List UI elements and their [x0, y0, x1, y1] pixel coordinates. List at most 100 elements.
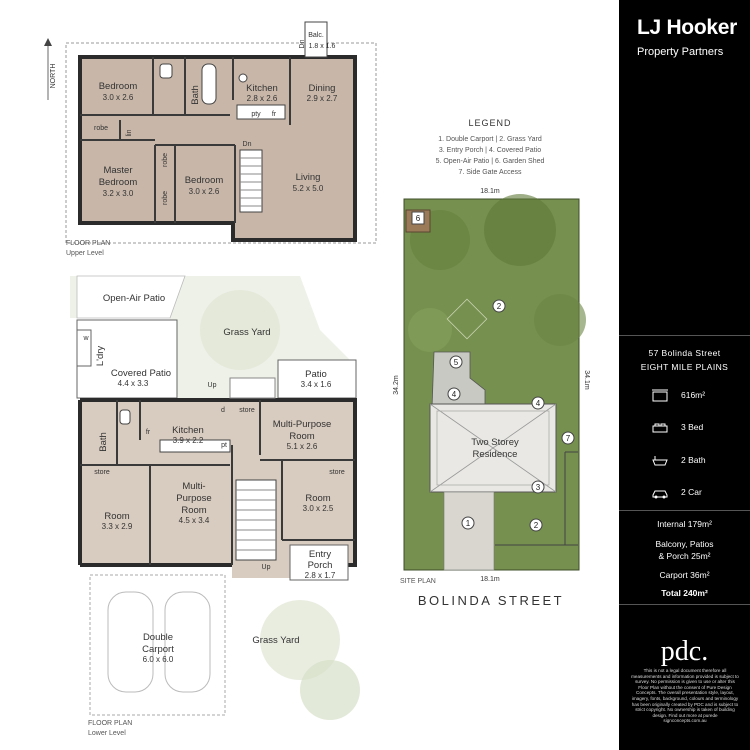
carport-name2: Carport: [142, 644, 174, 655]
lower-floor-fill: [80, 400, 355, 578]
upper-bedroom1-dim: 3.0 x 2.6: [103, 93, 134, 102]
carport-name1: Double: [143, 632, 173, 643]
upper-caption-2: Upper Level: [66, 250, 104, 257]
lower-caption-1: FLOOR PLAN: [88, 720, 132, 727]
upper-bedroom2-name: Bedroom: [185, 175, 224, 186]
upper-bedroom1-name: Bedroom: [99, 81, 138, 92]
legend-line-3: 5. Open-Air Patio | 6. Garden Shed: [436, 158, 545, 165]
svg-text:3: 3: [536, 483, 541, 492]
pdc-logo: pdc.: [660, 636, 709, 667]
legend-line-1: 1. Double Carport | 2. Grass Yard: [438, 136, 542, 143]
upper-master-name1: Master: [103, 165, 132, 176]
lower-bath-label: Bath: [98, 432, 109, 452]
entry-porch: [289, 544, 349, 581]
mpr2-name3: Room: [181, 505, 206, 516]
upper-living-dim: 5.2 x 5.0: [293, 184, 324, 193]
legend-title: LEGEND: [468, 118, 511, 128]
lower-fr-label: fr: [146, 429, 151, 436]
bath-icon: [652, 456, 668, 466]
site-right-dim: 34.1m: [583, 370, 590, 390]
north-arrow: NORTH: [44, 38, 57, 100]
svg-text:2: 2: [534, 521, 539, 530]
legend: LEGEND 1. Double Carport | 2. Grass Yard…: [436, 118, 545, 176]
floor-plans: NORTH: [44, 21, 590, 737]
agency-sidebar: LJ Hooker Property Partners 57 Bolinda S…: [619, 0, 750, 750]
mpr2-name1: Multi-: [182, 481, 205, 492]
laundry-label: L'dry: [95, 346, 106, 367]
svg-text:4: 4: [536, 399, 541, 408]
upper-floor-fill: [80, 57, 355, 240]
lower-kitchen-name: Kitchen: [172, 425, 204, 436]
lower-up-2: Up: [262, 564, 271, 571]
grass-yard-label-2: Grass Yard: [252, 635, 299, 646]
open-air-patio: [76, 275, 186, 319]
lower-store-2: store: [94, 469, 110, 476]
site-marker-open-air: 5: [449, 355, 463, 369]
toilet: [159, 63, 173, 79]
balcony-dim: 1.8 x 1.6: [309, 43, 336, 50]
mpr2-dim: 4.5 x 3.4: [179, 516, 210, 525]
balcony-area-1: Balcony, Patios: [655, 539, 714, 549]
sidebar-divider-top: [619, 335, 750, 336]
upper-dn-label: Dn: [243, 141, 252, 148]
site-marker-grass-2: 2: [529, 518, 543, 532]
upper-bedroom2-dim: 3.0 x 2.6: [189, 187, 220, 196]
sidebar-divider-mid: [619, 510, 750, 511]
address-street: 57 Bolinda Street: [648, 348, 721, 358]
site-left-dim: 34.2m: [393, 375, 400, 395]
open-air-label: Open-Air Patio: [103, 293, 165, 304]
upper-pty-label: pty: [251, 111, 261, 118]
grass-yard-label-1: Grass Yard: [223, 327, 270, 338]
svg-text:7: 7: [566, 434, 571, 443]
entry-name2: Porch: [308, 560, 333, 571]
covered-patio-dim: 4.4 x 3.3: [118, 379, 149, 388]
bed-icon: [652, 423, 668, 433]
upper-master-name2: Bedroom: [99, 177, 138, 188]
svg-text:6: 6: [416, 214, 421, 223]
upper-caption-1: FLOOR PLAN: [66, 240, 110, 247]
site-residence-label-1: Two Storey: [471, 437, 519, 448]
upper-robe1-label: robe: [94, 125, 108, 132]
room1-name: Room: [104, 511, 129, 522]
balcony: [304, 21, 328, 58]
bedrooms-value: 3 Bed: [681, 422, 704, 432]
upper-kitchen-name: Kitchen: [246, 83, 278, 94]
legend-line-4: 7. Side Gate Access: [458, 169, 522, 176]
patio-name: Patio: [305, 369, 327, 380]
upper-dining-dim: 2.9 x 2.7: [307, 94, 338, 103]
svg-text:2: 2: [497, 302, 502, 311]
legend-line-2: 3. Entry Porch | 4. Covered Patio: [439, 147, 541, 154]
bathrooms: 2 Bath: [651, 454, 741, 468]
lower-inner-walls: [80, 400, 355, 565]
entry-name1: Entry: [309, 549, 331, 560]
land-size: 616m²: [651, 389, 741, 403]
car-icon: [652, 490, 668, 499]
svg-text:1: 1: [466, 519, 471, 528]
bathtub: [201, 63, 217, 105]
lower-store-1: store: [239, 407, 255, 414]
lower-up-1: Up: [208, 382, 217, 389]
balcony-dn: Dn: [299, 39, 306, 48]
street-name: BOLINDA STREET: [418, 593, 564, 608]
site-residence-label-2: Residence: [473, 449, 518, 460]
site-marker-patio-2: 4: [531, 396, 545, 410]
north-label: NORTH: [50, 64, 57, 89]
address-suburb: EIGHT MILE PLAINS: [640, 362, 729, 372]
mpr1-name2: Room: [289, 431, 314, 442]
site-marker-gate: 7: [561, 431, 575, 445]
room2-dim: 3.0 x 2.5: [303, 504, 334, 513]
room1-dim: 3.3 x 2.9: [102, 522, 133, 531]
upper-robe3-label: robe: [162, 191, 169, 205]
upper-boundary: [65, 42, 377, 244]
sidebar-divider-bottom: [619, 604, 750, 605]
site-marker-carport: 1: [461, 516, 475, 530]
site-plan: 18.1m 18.1m 34.2m 34.1m Two Storey Resid…: [393, 188, 590, 608]
balcony-name: Balc.: [308, 32, 324, 39]
mpr1-name1: Multi-Purpose: [273, 419, 332, 430]
upper-master-dim: 3.2 x 3.0: [103, 189, 134, 198]
svg-text:5: 5: [454, 358, 459, 367]
upper-inner-walls: [80, 57, 291, 223]
bathrooms-value: 2 Bath: [681, 455, 706, 465]
upper-dining-name: Dining: [309, 83, 336, 94]
internal-area: Internal 179m²: [657, 519, 712, 529]
